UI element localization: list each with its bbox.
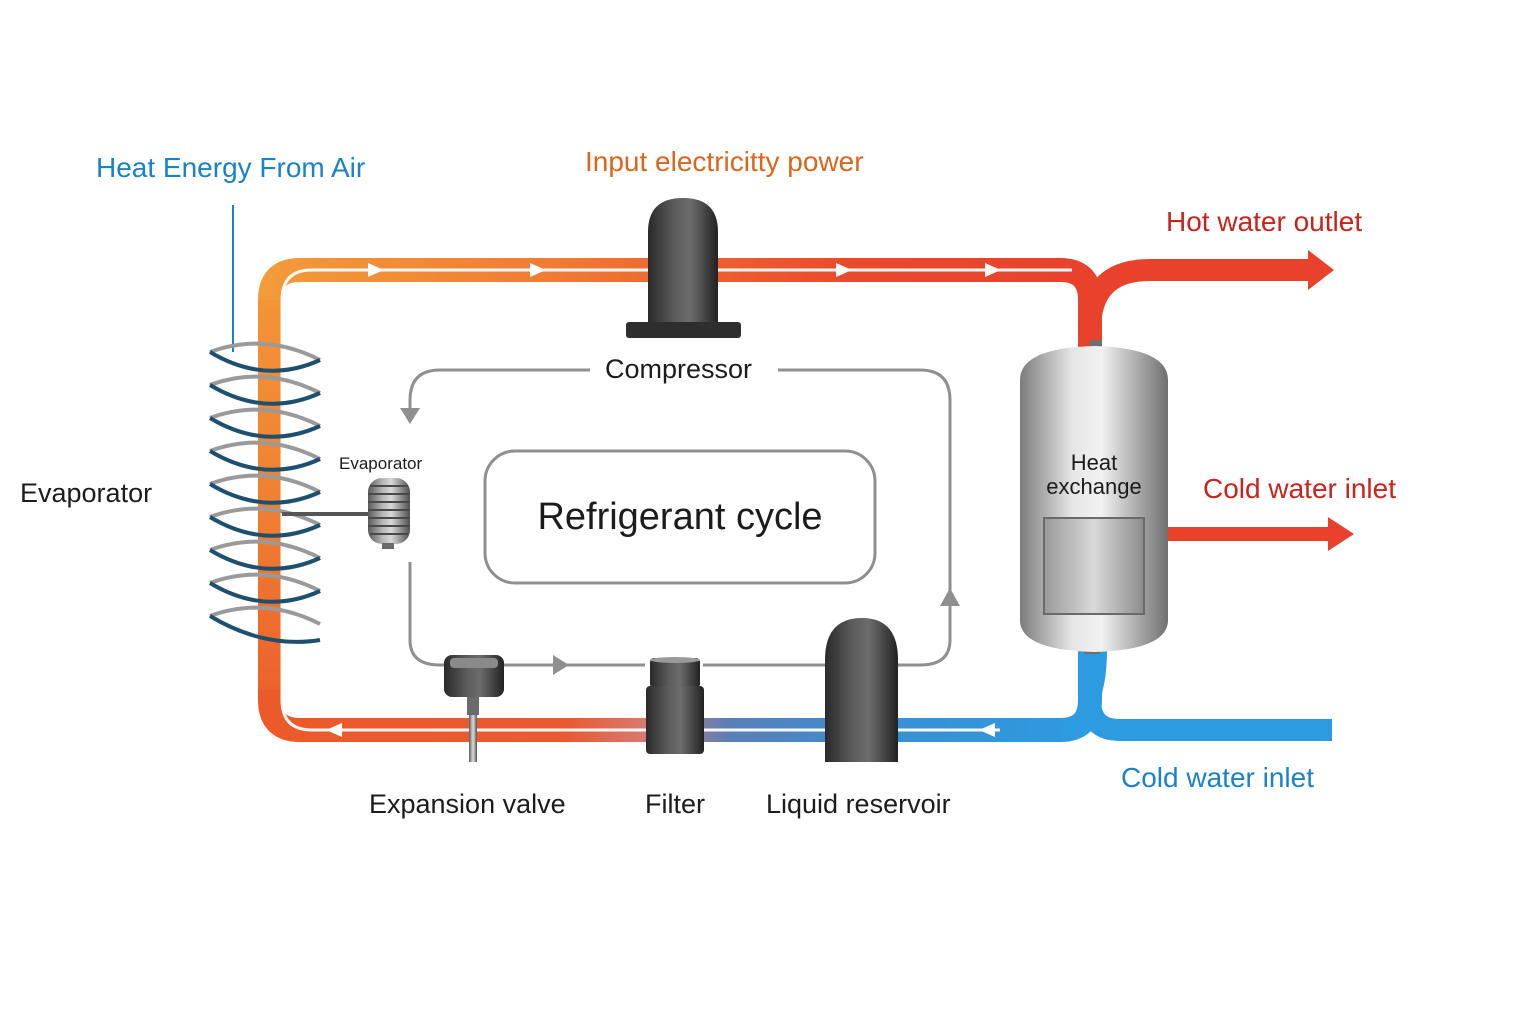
cycle-arrow-down [400, 408, 420, 424]
cold-water-inlet-bottom-label: Cold water inlet [1121, 762, 1314, 793]
hot-water-line [1079, 250, 1334, 331]
compressor [626, 198, 741, 338]
hot-water-arrow [1308, 250, 1334, 290]
input-power-label: Input electricitty power [585, 146, 864, 177]
heat-exchange-label-2: exchange [1046, 474, 1141, 499]
cycle-arrow-up [940, 588, 960, 606]
evaporator-small-label: Evaporator [339, 454, 422, 473]
expansion-valve [444, 655, 504, 762]
expansion-valve-label: Expansion valve [369, 789, 566, 819]
flow-arrow [530, 263, 546, 277]
cold-water-out-line [1166, 517, 1354, 551]
heat-exchanger-tank [1020, 340, 1168, 654]
cold-water-in-line [1057, 640, 1332, 741]
refrigerant-cycle-label: Refrigerant cycle [537, 496, 822, 538]
heat-exchanger-window [1043, 517, 1145, 615]
flow-arrow [985, 263, 1001, 277]
cycle-arrow-right [553, 655, 569, 675]
heat-energy-label: Heat Energy From Air [96, 152, 365, 183]
heat-exchange-label-1: Heat [1071, 450, 1117, 475]
evaporator-coil [208, 205, 372, 644]
pipe-flow-line [280, 268, 1072, 700]
liquid-reservoir [825, 618, 898, 762]
flow-arrow [368, 263, 384, 277]
hot-water-outlet-label: Hot water outlet [1166, 206, 1362, 237]
flow-arrows-top [368, 263, 1001, 277]
flow-arrow [836, 263, 852, 277]
filter-label: Filter [645, 789, 705, 819]
small-evaporator [368, 478, 410, 549]
flow-arrow [326, 723, 342, 737]
flow-arrow [979, 723, 995, 737]
compressor-label: Compressor [605, 354, 752, 384]
flow-arrows-bottom [326, 723, 995, 737]
liquid-reservoir-label: Liquid reservoir [766, 789, 951, 819]
evaporator-label: Evaporator [20, 478, 152, 508]
cold-water-arrow [1328, 517, 1354, 551]
filter [646, 657, 704, 754]
cold-water-inlet-right-label: Cold water inlet [1203, 473, 1396, 504]
refrigerant-cycle-box [483, 449, 877, 585]
cycle-loop [408, 368, 952, 667]
